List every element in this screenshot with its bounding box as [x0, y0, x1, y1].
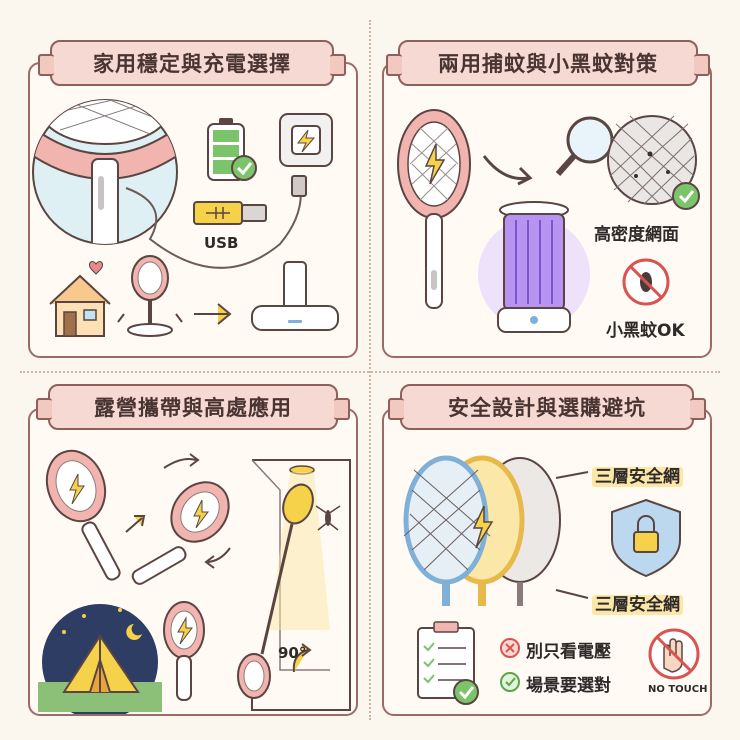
title-home-charging: 家用穩定與充電選擇 [38, 40, 346, 86]
charging-dock-icon [251, 261, 339, 331]
panel-home-charging: USB [28, 62, 358, 358]
title-dual-use: 兩用捕蚊與小黑蚊對策 [386, 40, 710, 86]
layers-label-bottom: 三層安全網 [592, 590, 683, 615]
layers-label-top: 三層安全網 [592, 462, 683, 487]
midge-label: 小黑蚊OK [606, 321, 685, 341]
camping-illustration [38, 449, 351, 714]
folding-racket-icon [45, 449, 121, 581]
panel-safety-buying: 三層安全網 三層安全網 別只看電壓 場景要選對 NO TOUCH [382, 408, 712, 716]
check-circle-icon [500, 672, 520, 692]
racket-icon [397, 109, 471, 309]
checklist-icon [417, 621, 479, 705]
no-touch-hand-icon [648, 628, 700, 680]
panel-camping-high-places: 90° [28, 408, 358, 716]
horizontal-divider [20, 371, 720, 373]
layers-label-bottom-text: 三層安全網 [592, 595, 683, 615]
no-touch-label: NO TOUCH [648, 684, 708, 695]
racket-on-stand-icon [117, 255, 183, 337]
no-midge-icon [622, 258, 670, 306]
wall-charger-icon [279, 113, 333, 167]
mesh-closeup-icon [607, 115, 700, 210]
tip-voltage: 別只看電壓 [526, 642, 611, 662]
curved-arrow-icon [482, 155, 533, 186]
mesh-label: 高密度網面 [594, 225, 679, 245]
uv-lamp-icon [478, 201, 590, 333]
angle-label: 90° [278, 644, 307, 662]
three-layer-mesh-icon [403, 455, 561, 606]
title-camping: 露營攜帶與高處應用 [36, 384, 350, 430]
usb-label: USB [204, 234, 239, 252]
extended-racket-icon [237, 483, 314, 699]
racket-standing-icon [163, 601, 205, 701]
magnifier-icon [555, 116, 614, 176]
home-charging-illustration [32, 99, 339, 337]
layers-label-top-text: 三層安全網 [592, 467, 683, 487]
battery-icon [207, 118, 257, 181]
safety-illustration [403, 455, 700, 705]
title-safety: 安全設計與選購避坑 [388, 384, 706, 430]
tent-scene-icon [38, 604, 162, 714]
racket-rotating-icon [131, 453, 231, 585]
usb-c-plug [291, 175, 307, 197]
rotate-90-icon [292, 643, 312, 673]
pointer-line-1 [555, 471, 589, 479]
shield-lock-icon [611, 498, 681, 578]
pointer-line-2 [555, 589, 589, 599]
arrow-right-icon [194, 303, 232, 325]
usb-cable [125, 183, 302, 269]
arrow-icon [125, 515, 146, 533]
mosquito-icon [315, 505, 341, 531]
panel-dual-use: 高密度網面 小黑蚊OK [382, 62, 712, 358]
cross-circle-icon [500, 638, 520, 658]
dual-use-illustration [397, 109, 700, 333]
house-icon [49, 261, 111, 337]
vertical-divider [369, 20, 371, 720]
usb-plug-icon [193, 201, 267, 225]
tip-scene: 場景要選對 [526, 676, 611, 696]
racket-handle-closeup [32, 99, 178, 245]
